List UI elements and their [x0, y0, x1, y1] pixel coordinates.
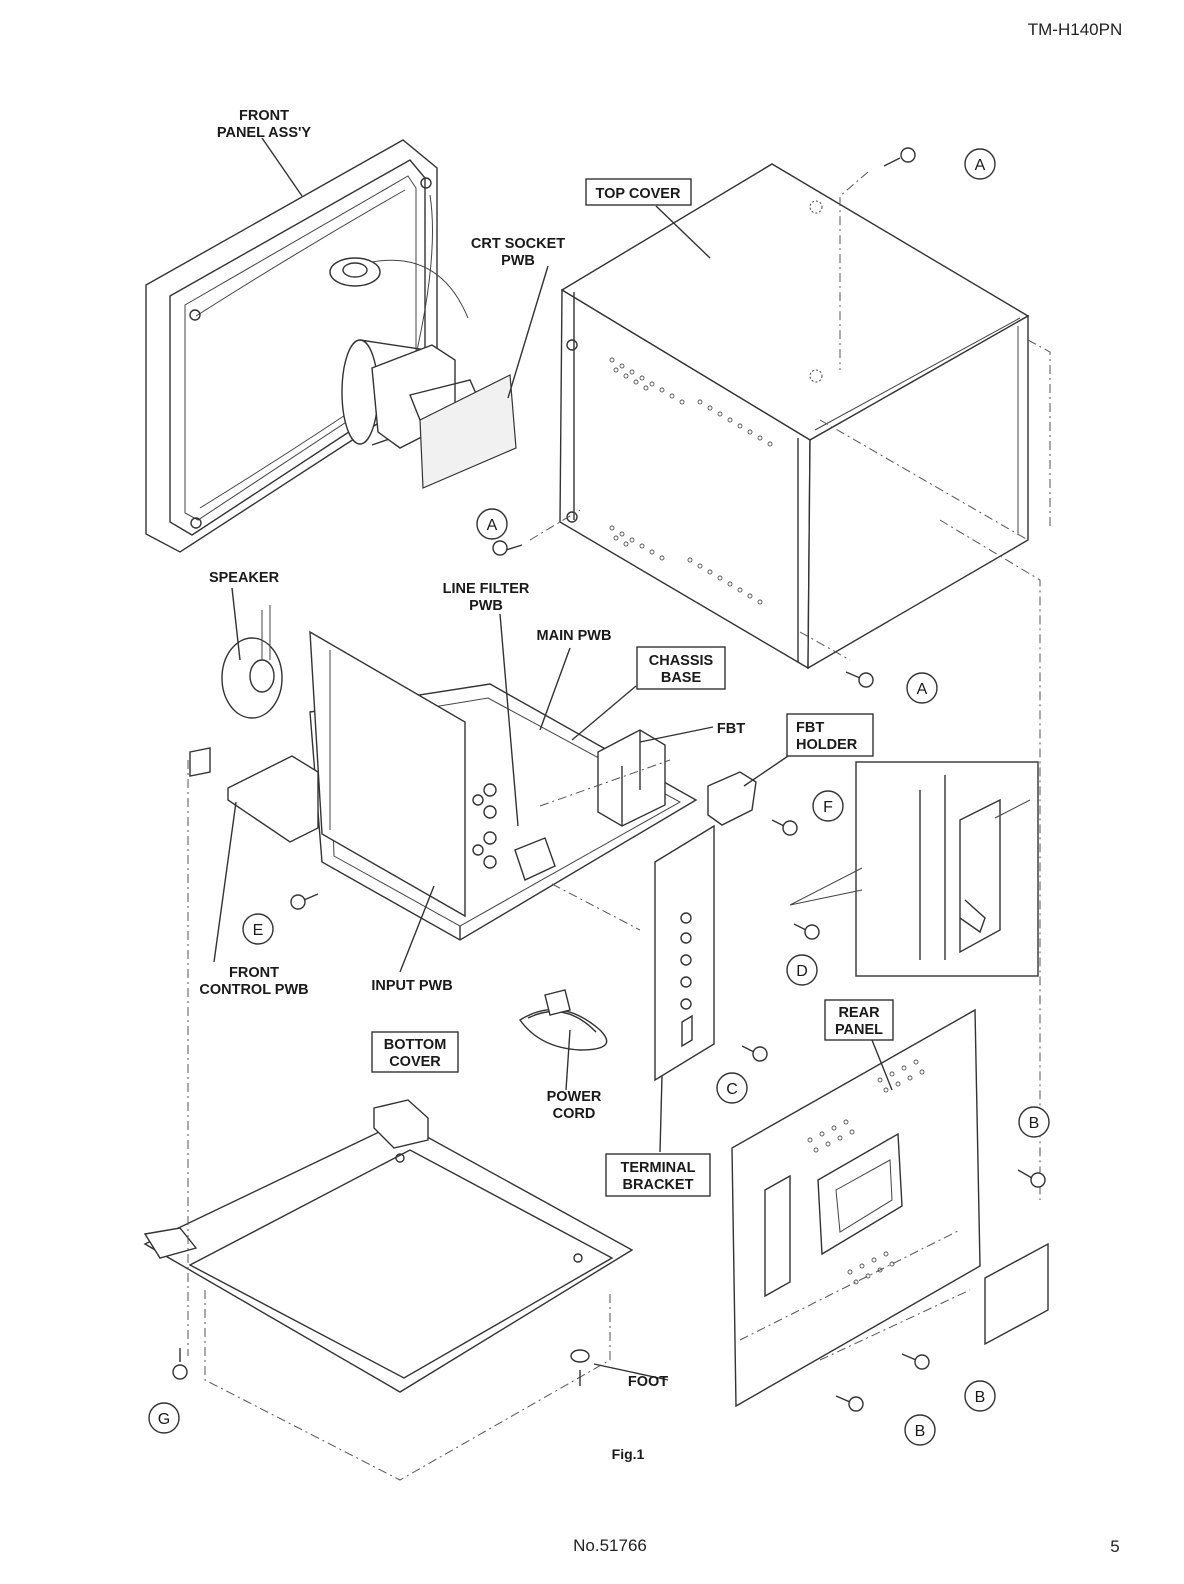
- callout-b1: B: [1019, 1107, 1049, 1137]
- callout-f: F: [813, 791, 843, 821]
- screw-d-icon: [794, 924, 819, 939]
- callout-b2: B: [965, 1381, 995, 1411]
- label-front-control-2: CONTROL PWB: [199, 982, 308, 998]
- screw-g-icon: [173, 1348, 187, 1379]
- label-foot: FOOT: [628, 1374, 668, 1390]
- label-front-panel-1: FRONT: [239, 108, 289, 124]
- label-power-cord-1: POWER: [547, 1089, 602, 1105]
- label-front-panel-2: PANEL ASS'Y: [217, 125, 312, 141]
- label-speaker: SPEAKER: [209, 570, 280, 586]
- label-bottom-cover-1: BOTTOM: [384, 1037, 447, 1053]
- callout-c: C: [717, 1073, 747, 1103]
- label-main-pwb: MAIN PWB: [537, 628, 612, 644]
- front-panel-assy: [146, 140, 478, 552]
- page-number: 5: [1090, 1537, 1140, 1557]
- callout-d: D: [787, 955, 817, 985]
- bottom-cover: [145, 1100, 632, 1480]
- callout-g: G: [149, 1403, 179, 1433]
- label-line-filter-1: LINE FILTER: [443, 581, 530, 597]
- svg-text:D: D: [796, 963, 808, 980]
- screw-c-icon: [742, 1046, 767, 1061]
- label-chassis-1: CHASSIS: [649, 653, 714, 669]
- label-fbt: FBT: [717, 721, 745, 737]
- label-line-filter-2: PWB: [469, 598, 503, 614]
- label-crt-socket-2: PWB: [501, 253, 535, 269]
- svg-text:E: E: [253, 922, 264, 939]
- callout-a1: A: [965, 149, 995, 179]
- label-bottom-cover-2: COVER: [389, 1054, 441, 1070]
- power-cord: [520, 990, 607, 1050]
- svg-text:C: C: [726, 1081, 738, 1098]
- label-fbt-holder-1: FBT: [796, 720, 824, 736]
- label-crt-socket-1: CRT SOCKET: [471, 236, 565, 252]
- label-rear-panel-2: PANEL: [835, 1022, 883, 1038]
- foot-icon: [571, 1350, 589, 1386]
- speaker: [222, 605, 282, 718]
- svg-text:A: A: [917, 681, 928, 698]
- callout-e: E: [243, 914, 273, 944]
- svg-text:F: F: [823, 799, 833, 816]
- top-cover: [560, 164, 1028, 668]
- screw-a2-icon: [493, 541, 522, 555]
- svg-text:A: A: [975, 157, 986, 174]
- document-number: No.51766: [520, 1536, 700, 1556]
- label-top-cover: TOP COVER: [596, 186, 681, 202]
- rear-panel: [732, 1010, 1048, 1406]
- label-fbt-holder-2: HOLDER: [796, 737, 858, 753]
- svg-text:B: B: [975, 1389, 986, 1406]
- callout-b3: B: [905, 1415, 935, 1445]
- screw-e-icon: [291, 894, 318, 909]
- screw-b2-icon: [902, 1354, 929, 1369]
- screw-a1-icon: [884, 148, 915, 166]
- label-front-control-1: FRONT: [229, 965, 279, 981]
- callout-a2: A: [477, 509, 507, 539]
- label-terminal-2: BRACKET: [623, 1177, 694, 1193]
- label-input-pwb: INPUT PWB: [371, 978, 452, 994]
- terminal-bracket: [655, 826, 714, 1080]
- figure-caption: Fig.1: [612, 1446, 645, 1462]
- svg-text:A: A: [487, 517, 498, 534]
- label-chassis-2: BASE: [661, 670, 702, 686]
- front-control-pwb: [190, 748, 318, 842]
- svg-text:B: B: [1029, 1115, 1040, 1132]
- fbt-holder: [708, 772, 756, 825]
- svg-text:B: B: [915, 1423, 926, 1440]
- screw-b1-icon: [1018, 1170, 1045, 1187]
- label-terminal-1: TERMINAL: [621, 1160, 696, 1176]
- screw-a3-icon: [846, 672, 873, 687]
- screw-b3-icon: [836, 1396, 863, 1411]
- label-rear-panel-1: REAR: [838, 1005, 880, 1021]
- screw-f-icon: [772, 820, 797, 835]
- label-power-cord-2: CORD: [553, 1106, 596, 1122]
- callout-a3: A: [907, 673, 937, 703]
- svg-text:G: G: [158, 1411, 170, 1428]
